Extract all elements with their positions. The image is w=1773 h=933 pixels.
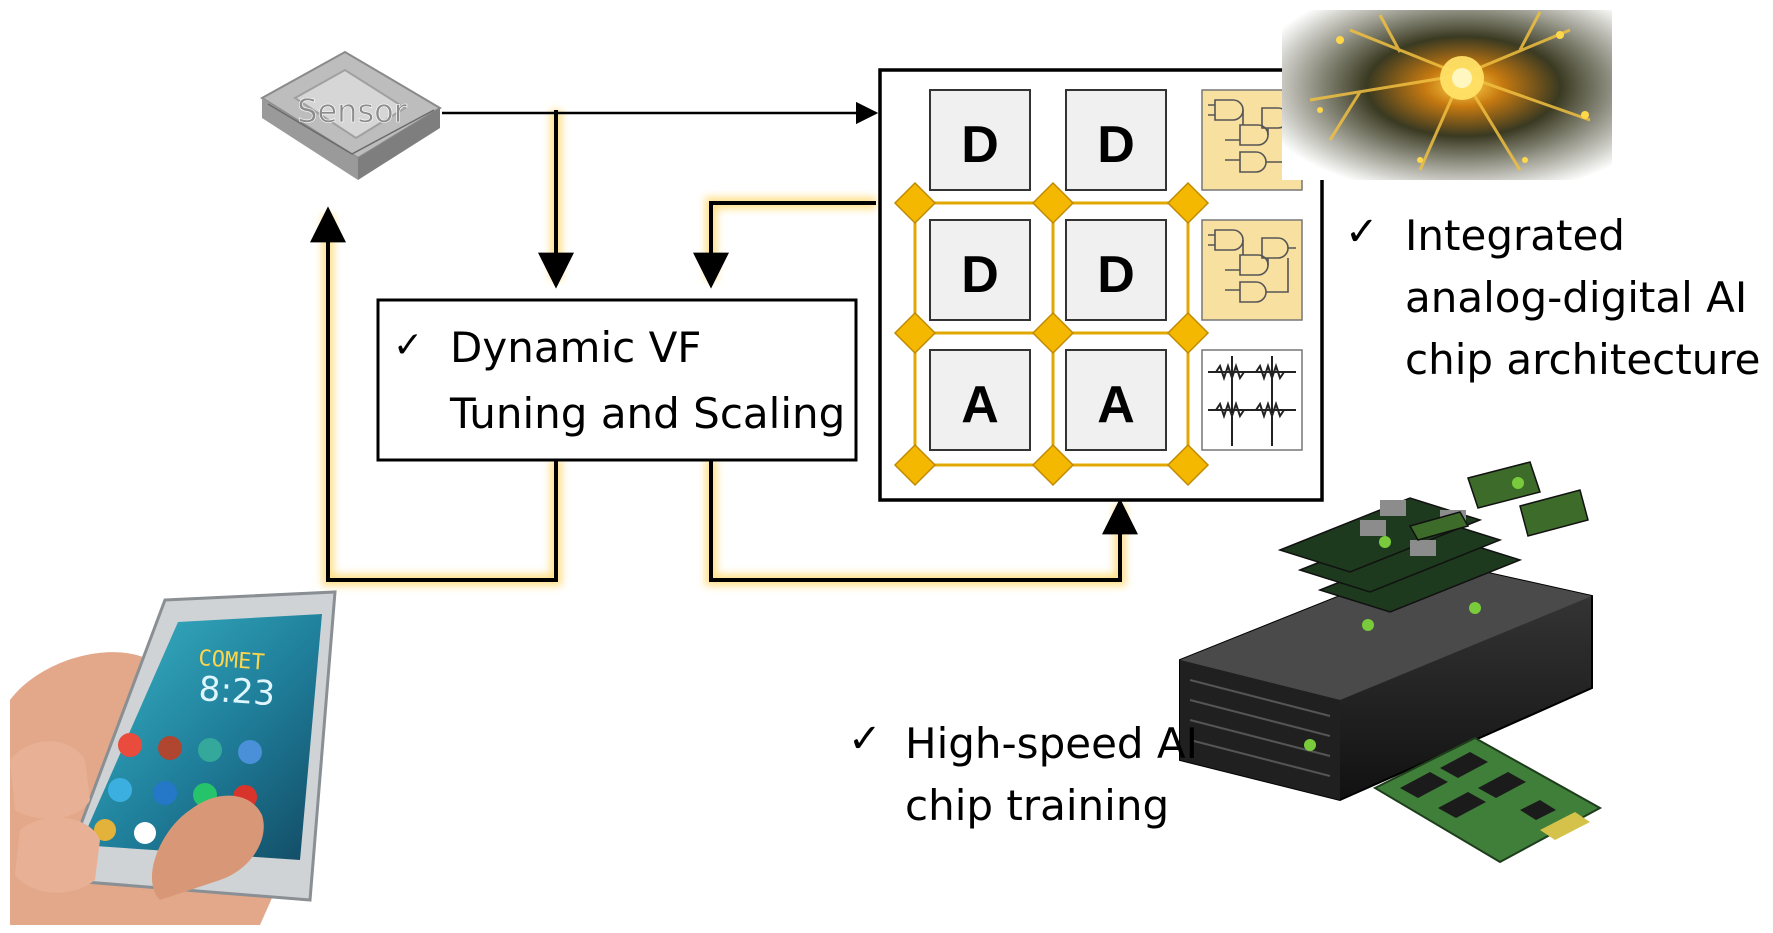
- check-icon: ✓: [848, 716, 882, 762]
- neuron-image: [1282, 10, 1612, 180]
- tile-label: D: [1097, 246, 1135, 304]
- chip-tiles: D D D D A A: [929, 89, 1167, 451]
- tile-label: A: [961, 376, 999, 434]
- ssd-image: [1372, 736, 1603, 864]
- router-nodes: [893, 181, 1210, 487]
- phone-brand: COMET: [198, 646, 266, 676]
- sensor-chip-icon: Sensor: [260, 50, 442, 180]
- feature-integrated: ✓ Integrated analog-digital AI chip arch…: [1345, 209, 1761, 384]
- tuning-box: ✓ Dynamic VF Tuning and Scaling: [376, 298, 858, 462]
- tile-label: D: [961, 116, 999, 174]
- ai-chip: D D D D A A: [878, 68, 1324, 502]
- integrated-line-1: Integrated: [1405, 211, 1625, 260]
- check-icon: ✓: [393, 325, 423, 366]
- smartphone-image: COMET 8:23: [10, 590, 337, 925]
- integrated-line-3: chip architecture: [1405, 335, 1761, 384]
- tuning-line-1: Dynamic VF: [450, 323, 701, 372]
- integrated-line-2: analog-digital AI: [1405, 273, 1747, 322]
- tile-label: D: [1097, 116, 1135, 174]
- phone-time: 8:23: [197, 669, 276, 714]
- sensor-label: Sensor: [297, 92, 408, 130]
- server-image: [1179, 461, 1593, 802]
- logic-gate-icon: [1201, 219, 1303, 321]
- tile-label: D: [961, 246, 999, 304]
- training-line-1: High-speed AI: [905, 719, 1198, 768]
- check-icon: ✓: [1345, 209, 1379, 255]
- tuning-line-2: Tuning and Scaling: [449, 389, 845, 438]
- feature-training: ✓ High-speed AI chip training: [848, 716, 1198, 830]
- resistor-array-icon: [1201, 349, 1303, 451]
- tile-label: A: [1097, 376, 1135, 434]
- training-line-2: chip training: [905, 781, 1169, 830]
